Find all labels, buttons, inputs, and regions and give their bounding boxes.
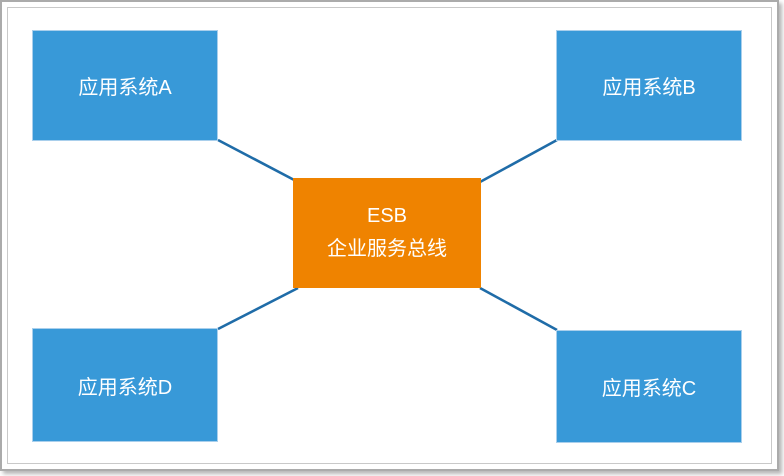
- esb-label-line2: 企业服务总线: [327, 238, 447, 260]
- node-app-system-d: 应用系统D: [32, 328, 218, 442]
- node-label: 应用系统D: [77, 376, 173, 399]
- node-app-system-b: 应用系统B: [556, 30, 742, 141]
- node-label: 应用系统B: [602, 77, 696, 99]
- node-label: 应用系统C: [601, 378, 697, 400]
- node-label: 应用系统A: [78, 77, 172, 99]
- connector-b-to-esb: [479, 138, 558, 184]
- connector-c-to-esb: [479, 286, 558, 332]
- node-esb-center: ESB 企业服务总线: [293, 178, 481, 288]
- connector-a-to-esb: [217, 138, 299, 184]
- connector-d-to-esb: [217, 286, 299, 331]
- node-app-system-c: 应用系统C: [556, 330, 742, 443]
- esb-label-line1: ESB: [366, 205, 408, 227]
- node-app-system-a: 应用系统A: [32, 30, 218, 141]
